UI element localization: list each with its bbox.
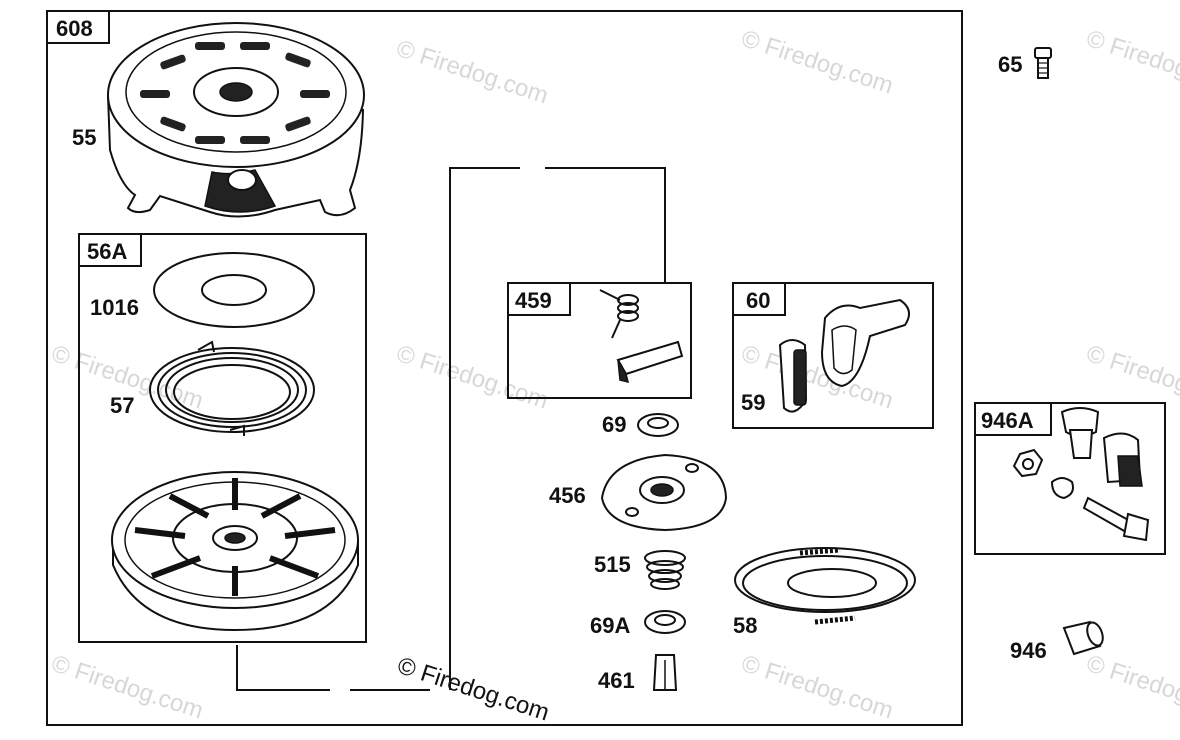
brake-kit-part <box>1012 407 1150 542</box>
sleeve-946-part <box>1062 620 1104 656</box>
retainer-part <box>600 453 728 532</box>
group-label-459: 459 <box>515 288 552 313</box>
bolt-65-part <box>1034 47 1052 79</box>
group-frame-608 <box>46 10 963 726</box>
group-tag-56a <box>78 233 142 267</box>
watermark: © Firedog.com <box>48 650 206 724</box>
rewind-spring-part <box>149 340 315 436</box>
watermark: © Firedog.com <box>738 650 896 724</box>
part-label-69a: 69A <box>590 613 630 638</box>
part-label-461: 461 <box>598 668 635 693</box>
group-label-56a: 56A <box>87 239 127 264</box>
part-label-57: 57 <box>110 393 134 418</box>
part-label-1016: 1016 <box>90 295 139 320</box>
connector-lines <box>236 167 666 691</box>
group-frame-60 <box>732 282 934 429</box>
watermark: © Firedog.com <box>1083 650 1180 724</box>
watermark: © Firedog.com <box>393 340 551 414</box>
watermark: © Firedog.com <box>393 35 551 109</box>
part-label-456: 456 <box>549 483 586 508</box>
part-label-55: 55 <box>72 125 96 150</box>
pawl-part <box>616 340 684 384</box>
starter-handle-part <box>778 298 910 413</box>
watermark: © Firedog.com <box>738 25 896 99</box>
group-label-60: 60 <box>746 288 770 313</box>
pawl-spring-part <box>599 289 639 339</box>
washer-69a-part <box>644 610 686 634</box>
pin-part <box>652 654 678 691</box>
washer-plate-part <box>153 252 315 328</box>
part-label-515: 515 <box>594 552 631 577</box>
starter-pulley-part <box>111 471 359 632</box>
washer-69-part <box>637 413 679 437</box>
group-frame-56a <box>78 233 367 643</box>
group-tag-459 <box>507 282 571 316</box>
part-label-59: 59 <box>741 390 765 415</box>
group-label-946a: 946A <box>981 408 1034 433</box>
group-frame-459 <box>507 282 692 399</box>
blower-housing-part <box>106 22 365 218</box>
group-frame-946a <box>974 402 1166 555</box>
part-label-65: 65 <box>998 52 1022 77</box>
part-label-946: 946 <box>1010 638 1047 663</box>
group-tag-946a <box>974 402 1052 436</box>
group-label-608: 608 <box>56 16 93 41</box>
part-label-58: 58 <box>733 613 757 638</box>
part-label-69: 69 <box>602 412 626 437</box>
group-tag-60 <box>732 282 786 316</box>
watermark: © Firedog.com <box>1083 25 1180 99</box>
starter-rope-part <box>734 547 916 625</box>
compression-spring-part <box>644 550 686 590</box>
group-tag-608 <box>46 10 110 44</box>
